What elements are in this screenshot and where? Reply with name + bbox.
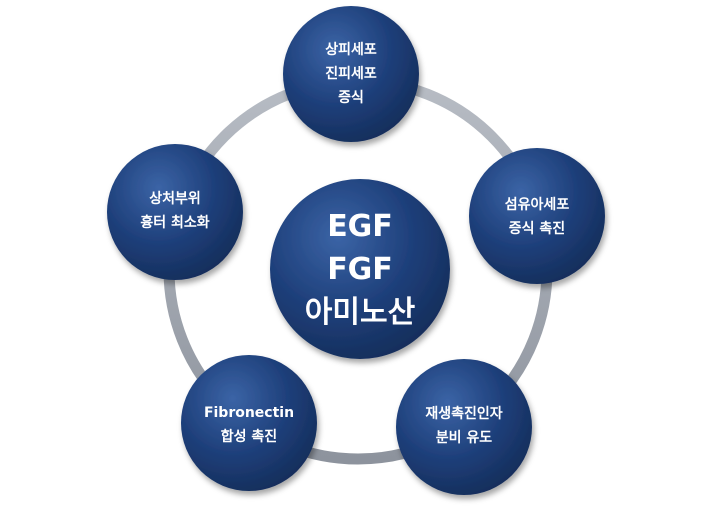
node-right-line-2: 증식 촉진: [509, 220, 565, 237]
node-bottom-right-line-1: 재생촉진인자: [425, 405, 502, 422]
node-bottom-right: 재생촉진인자 분비 유도: [396, 359, 532, 495]
node-bottom-left-line-2: 합성 촉진: [221, 428, 277, 445]
center-line-3: 아미노산: [305, 295, 416, 330]
node-right-line-1: 섬유아세포: [505, 196, 570, 213]
center-node: EGF FGF 아미노산: [270, 179, 450, 359]
node-right-circle: [469, 148, 605, 284]
node-bottom-right-circle: [396, 359, 532, 495]
node-bottom-right-line-2: 분비 유도: [436, 430, 493, 446]
node-bottom-left-line-1: Fibronectin: [204, 405, 294, 421]
center-line-2: FGF: [327, 252, 393, 287]
center-line-1: EGF: [327, 209, 393, 244]
node-top-line-1: 상피세포: [325, 42, 377, 58]
node-left-circle: [107, 144, 243, 280]
node-left-line-1: 상처부위: [149, 191, 201, 207]
node-top-circle: [283, 6, 419, 142]
node-top: 상피세포 진피세포 증식: [283, 6, 419, 142]
node-right: 섬유아세포 증식 촉진: [469, 148, 605, 284]
node-left-line-2: 흉터 최소화: [140, 214, 209, 231]
center-circle: [270, 179, 450, 359]
node-bottom-left: Fibronectin 합성 촉진: [181, 355, 317, 491]
node-bottom-left-circle: [181, 355, 317, 491]
node-top-line-2: 진피세포: [325, 65, 377, 82]
node-top-line-3: 증식: [338, 90, 364, 106]
node-left: 상처부위 흉터 최소화: [107, 144, 243, 280]
